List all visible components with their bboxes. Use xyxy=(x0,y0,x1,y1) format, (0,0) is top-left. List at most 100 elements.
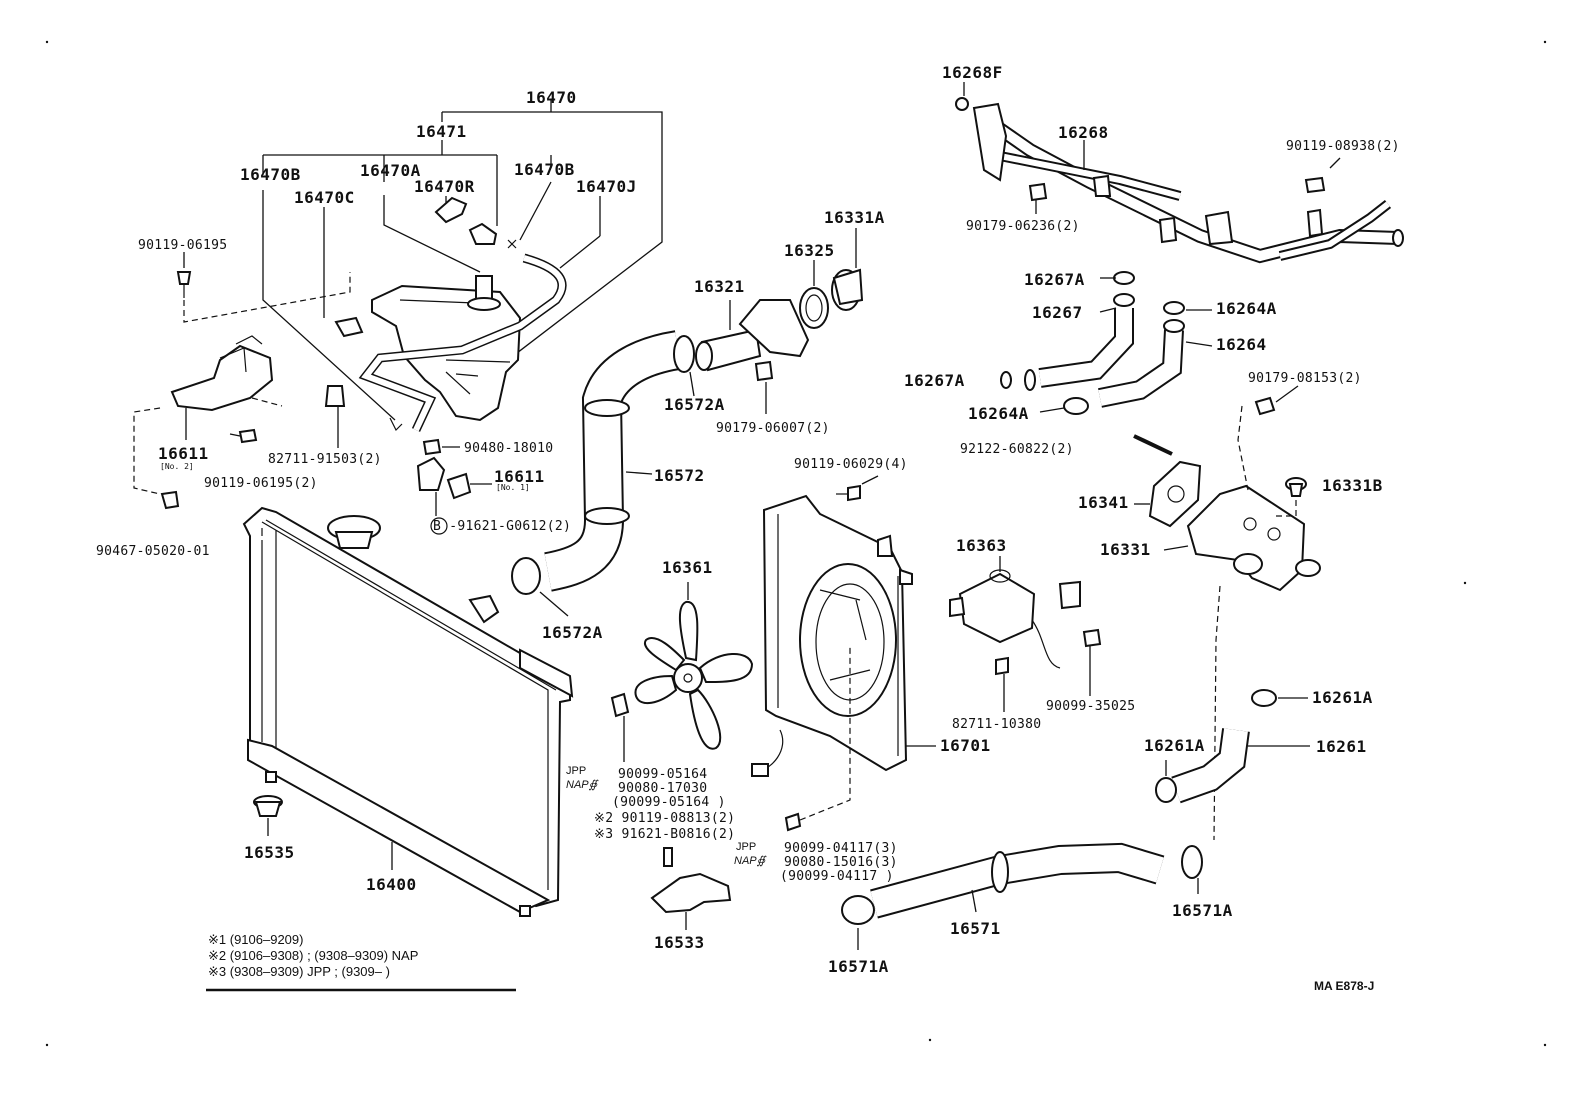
label-16470c: 16470C xyxy=(294,188,355,207)
label-16331b: 16331B xyxy=(1322,476,1383,495)
stud-92122-60822 xyxy=(1133,434,1173,456)
label-16533: 16533 xyxy=(654,933,705,952)
label-91621-b0816: ※3 91621-B0816(2) xyxy=(594,827,735,842)
label-16571a-right: 16571A xyxy=(1172,901,1233,920)
water-pipe-16268 xyxy=(955,82,1404,264)
label-90179-06236: 90179-06236(2) xyxy=(966,219,1080,234)
label-90467-05020-01: 90467-05020-01 xyxy=(96,544,210,559)
label-16264a-top: 16264A xyxy=(1216,299,1277,318)
label-16331a: 16331A xyxy=(824,208,885,227)
water-inlet-16321 xyxy=(695,299,810,414)
label-16470a: 16470A xyxy=(360,161,421,180)
bracket-16533 xyxy=(650,847,732,930)
radiator-16400 xyxy=(242,506,574,917)
hose-16264 xyxy=(1039,301,1213,415)
fan-nut-90099-05164 xyxy=(610,692,630,762)
upper-hose-16572 xyxy=(511,330,695,617)
label-16261: 16261 xyxy=(1316,737,1367,756)
label-16470b-left: 16470B xyxy=(240,165,301,184)
labels: 16470 16471 16470B 16470A 16470B 16470R … xyxy=(96,63,1400,993)
label-16267a-bottom: 16267A xyxy=(904,371,965,390)
plug-16331B xyxy=(1276,477,1307,517)
cap-16470r xyxy=(334,196,517,432)
bolt-90119-06195 xyxy=(176,252,351,323)
label-90099-35025: 90099-35025 xyxy=(1046,699,1135,714)
fan-16361 xyxy=(634,582,754,750)
label-16470b-right: 16470B xyxy=(514,160,575,179)
label-jpp-1: JPP xyxy=(566,765,586,777)
label-16470j: 16470J xyxy=(576,177,637,196)
label-16264: 16264 xyxy=(1216,335,1267,354)
label-90099-04117-paren: (90099-04117 ) xyxy=(780,869,894,884)
label-16571: 16571 xyxy=(950,919,1001,938)
label-16470r: 16470R xyxy=(414,177,475,196)
label-90119-06195-2: 90119-06195(2) xyxy=(204,476,318,491)
fan-shroud-16701 xyxy=(751,494,936,777)
label-91621-g0612: B -91621-G0612(2) xyxy=(433,519,571,534)
label-92122-60822: 92122-60822(2) xyxy=(960,442,1074,457)
label-90119-08938: 90119-08938(2) xyxy=(1286,139,1400,154)
label-16267: 16267 xyxy=(1032,303,1083,322)
label-16325: 16325 xyxy=(784,241,835,260)
label-16571a-left: 16571A xyxy=(828,957,889,976)
label-90099-05164-paren: (90099-05164 ) xyxy=(612,795,726,810)
label-90119-06029: 90119-06029(4) xyxy=(794,457,908,472)
diagram-code: MA E878-J xyxy=(1314,979,1374,993)
label-16321: 16321 xyxy=(694,277,745,296)
dashed-ref-outlet xyxy=(1213,585,1221,841)
label-16363: 16363 xyxy=(956,536,1007,555)
label-16261a-left: 16261A xyxy=(1144,736,1205,755)
label-90099-04117: 90099-04117(3) xyxy=(784,841,898,856)
bracket-16611-no2 xyxy=(133,335,346,510)
label-82711-91503: 82711-91503(2) xyxy=(268,452,382,467)
label-16535: 16535 xyxy=(244,843,295,862)
label-16572a-bottom: 16572A xyxy=(542,623,603,642)
label-16572: 16572 xyxy=(654,466,705,485)
label-napf-1: NAP∯ xyxy=(566,779,599,791)
gasket-thermostat xyxy=(799,228,864,329)
label-90099-05164: 90099-05164 xyxy=(618,767,707,782)
nut-90179-08153 xyxy=(1237,385,1299,491)
label-16361: 16361 xyxy=(662,558,713,577)
note-3: ※3 (9308–9309) JPP ; (9309– ) xyxy=(208,964,390,979)
label-16611-no2: 16611 xyxy=(158,444,209,463)
hose-16261 xyxy=(1155,689,1310,804)
label-no1: [No. 1] xyxy=(496,483,530,492)
label-jpp-2: JPP xyxy=(736,841,756,853)
bolt-90099-04117 xyxy=(784,812,802,832)
label-16611-no1: 16611 xyxy=(494,467,545,486)
label-16572a-top: 16572A xyxy=(664,395,725,414)
label-90179-08153: 90179-08153(2) xyxy=(1248,371,1362,386)
label-16267a-top: 16267A xyxy=(1024,270,1085,289)
label-16341: 16341 xyxy=(1078,493,1129,512)
small-parts-center-left xyxy=(416,438,492,535)
label-napf-2: NAP∯ xyxy=(734,855,767,867)
label-16471: 16471 xyxy=(416,122,467,141)
label-16331: 16331 xyxy=(1100,540,1151,559)
label-16400: 16400 xyxy=(366,875,417,894)
label-16268f: 16268F xyxy=(942,63,1003,82)
reservoir-bracket-lines xyxy=(262,100,663,421)
label-16261a-top: 16261A xyxy=(1312,688,1373,707)
corner-marks xyxy=(45,40,1547,1047)
fan-motor-16363 xyxy=(949,556,1102,712)
drain-plug-16535 xyxy=(253,795,283,836)
label-90080-15016: 90080-15016(3) xyxy=(784,855,898,870)
label-16470: 16470 xyxy=(526,88,577,107)
label-90179-06007: 90179-06007(2) xyxy=(716,421,830,436)
label-90480-18010: 90480-18010 xyxy=(464,441,553,456)
gasket-16341 xyxy=(1134,460,1202,528)
label-16264a-bottom: 16264A xyxy=(968,404,1029,423)
hose-16267 xyxy=(1000,271,1135,391)
label-90119-06195: 90119-06195 xyxy=(138,238,227,253)
note-1: ※1 (9106–9209) xyxy=(208,932,303,947)
lower-hose-16571 xyxy=(841,842,1203,950)
label-90119-08813: ※2 90119-08813(2) xyxy=(594,811,735,826)
overflow-hose xyxy=(358,253,567,432)
label-no2: [No. 2] xyxy=(160,462,194,471)
note-2: ※2 (9106–9308) ; (9308–9309) NAP xyxy=(208,948,418,963)
dashed-ref-fan xyxy=(799,644,851,821)
label-82711-10380: 82711-10380 xyxy=(952,717,1041,732)
water-outlet-16331 xyxy=(1163,484,1321,592)
